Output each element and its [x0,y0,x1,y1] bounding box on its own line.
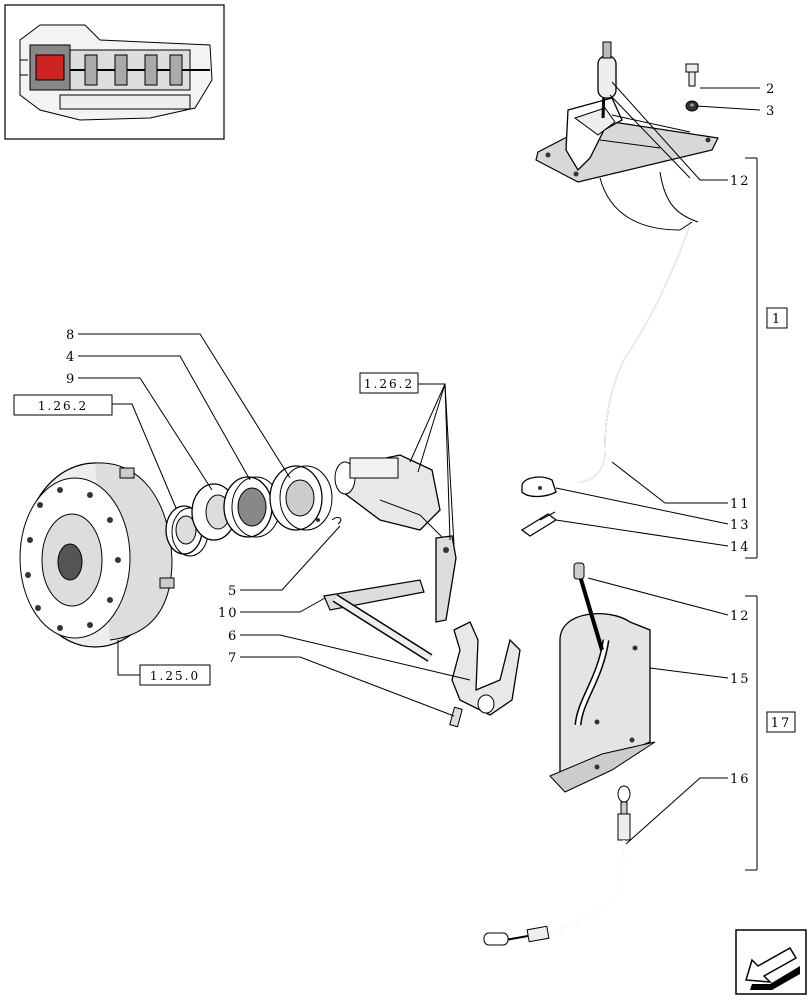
gear-lever-plate [535,97,719,183]
clip-13 [521,476,557,498]
pin-14 [520,511,558,537]
svg-text:1.26.2: 1.26.2 [364,377,414,391]
spring-clip-5 [331,517,342,525]
release-hub-8 [269,465,333,531]
callout-13[interactable]: 13 [730,518,751,533]
group-bracket-17 [745,595,758,871]
leader-lines [78,81,761,845]
callout-5[interactable]: 5 [228,584,238,599]
callout-2[interactable]: 2 [766,82,776,97]
svg-text:17: 17 [771,716,792,731]
reference-clutch[interactable]: 1.26.2 [13,394,113,416]
svg-text:1: 1 [772,312,782,327]
svg-text:1.26.2: 1.26.2 [38,399,88,413]
callout-4[interactable]: 4 [66,350,76,365]
callout-12a[interactable]: 12 [730,174,751,189]
callout-15[interactable]: 15 [730,672,751,687]
shift-cable-rod [579,171,699,483]
callout-9[interactable]: 9 [66,372,76,387]
transmission-thumbnail-drawing [19,24,213,121]
bearing-4 [223,476,281,538]
locator-thumbnail[interactable] [4,4,225,140]
callout-3[interactable]: 3 [766,104,776,119]
lever-housing-15 [549,613,656,793]
release-lever [435,535,457,623]
callout-14[interactable]: 14 [730,540,751,555]
bolt-2 [685,63,699,87]
shaft-10 [323,579,433,662]
callout-7[interactable]: 7 [228,651,238,666]
callout-6[interactable]: 6 [228,629,238,644]
svg-text:1.25.0: 1.25.0 [150,669,200,683]
group-label-17[interactable]: 17 [766,711,796,733]
callout-16[interactable]: 16 [730,772,751,787]
callout-12b[interactable]: 12 [730,609,751,624]
clutch-flywheel-assembly [19,462,175,648]
callout-10[interactable]: 10 [218,606,239,621]
group-bracket-1 [745,157,758,559]
lever-12b [573,562,604,651]
gear-lever-knob [597,41,617,119]
reference-fork[interactable]: 1.26.2 [359,372,419,394]
back-arrow-icon[interactable] [735,929,807,995]
callout-11[interactable]: 11 [730,497,751,512]
cable-16 [483,785,631,946]
reference-flywheel[interactable]: 1.25.0 [139,664,211,686]
group-label-1[interactable]: 1 [766,307,788,329]
screw-7 [449,706,463,728]
fork-6 [451,621,521,716]
callout-8[interactable]: 8 [66,328,76,343]
